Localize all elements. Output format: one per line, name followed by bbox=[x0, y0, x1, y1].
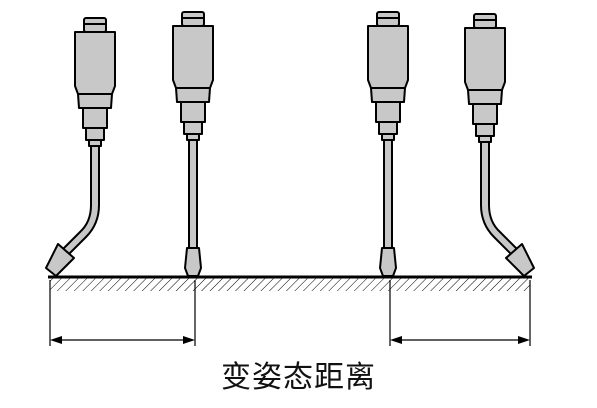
sensor-probe-icon bbox=[464, 13, 535, 277]
sensor-probe-icon bbox=[172, 11, 214, 277]
dimension-left bbox=[49, 280, 196, 346]
dimension-right bbox=[389, 280, 531, 346]
dimension-arrow-icon bbox=[50, 336, 62, 344]
surface bbox=[48, 275, 532, 291]
sensor-probe-icon bbox=[367, 11, 409, 277]
dimension-arrow-icon bbox=[183, 336, 195, 344]
dimension-arrow-icon bbox=[518, 336, 530, 344]
dimension-arrow-icon bbox=[390, 336, 402, 344]
diagram-caption: 变姿态距离 bbox=[221, 360, 376, 395]
sensor-probe-icon bbox=[45, 17, 116, 277]
